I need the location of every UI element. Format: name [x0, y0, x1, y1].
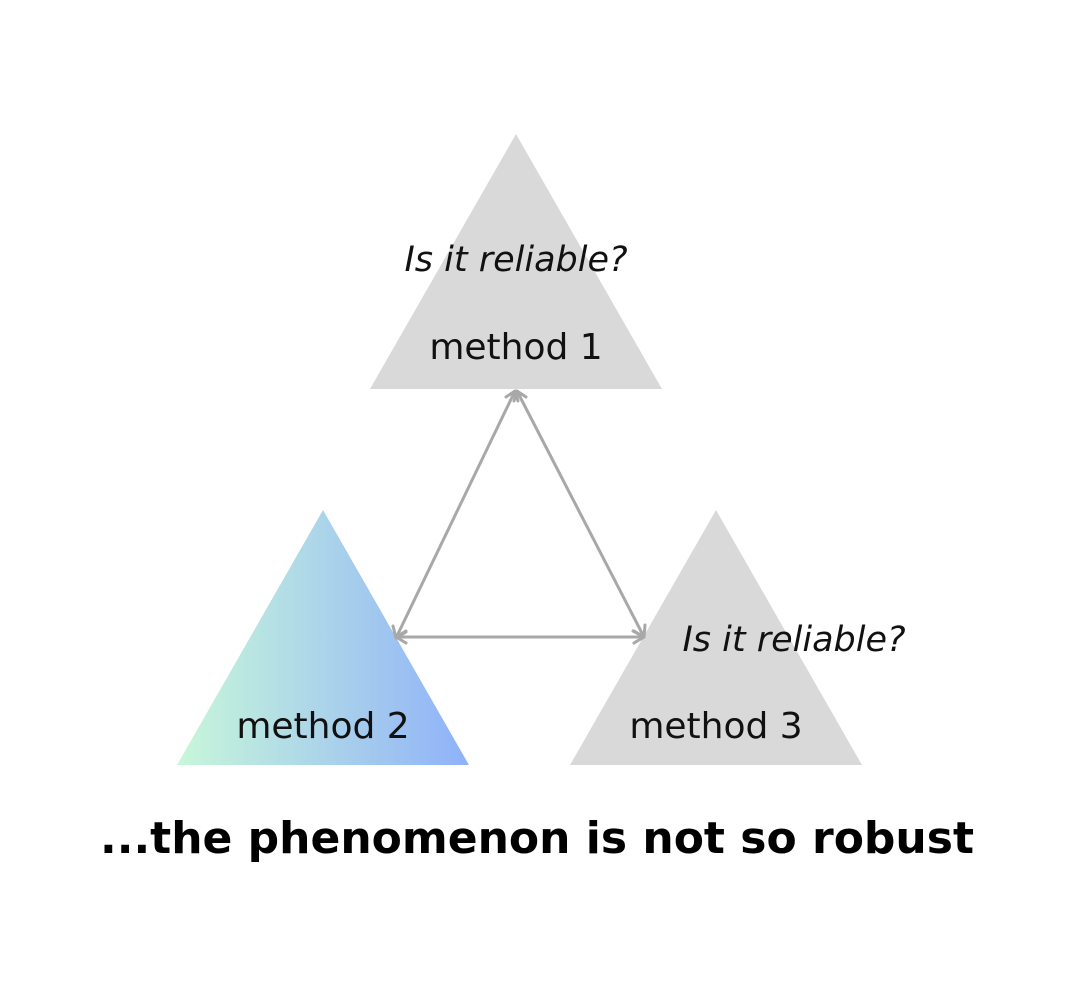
- connector-method2-method3: [394, 629, 646, 645]
- method-2-triangle: [177, 510, 469, 765]
- method-2-label: method 2: [236, 706, 409, 747]
- connector-method1-method3: [512, 389, 647, 639]
- method-1-triangle: [370, 134, 662, 389]
- diagram-caption: ...the phenomenon is not so robust: [100, 813, 974, 864]
- method-3-question: Is it reliable?: [682, 620, 905, 660]
- method-1-question: Is it reliable?: [404, 240, 627, 280]
- connector-method1-method2: [391, 389, 520, 640]
- method-1-label: method 1: [429, 327, 602, 368]
- method-3-triangle: [570, 510, 862, 765]
- method-3-label: method 3: [629, 706, 802, 747]
